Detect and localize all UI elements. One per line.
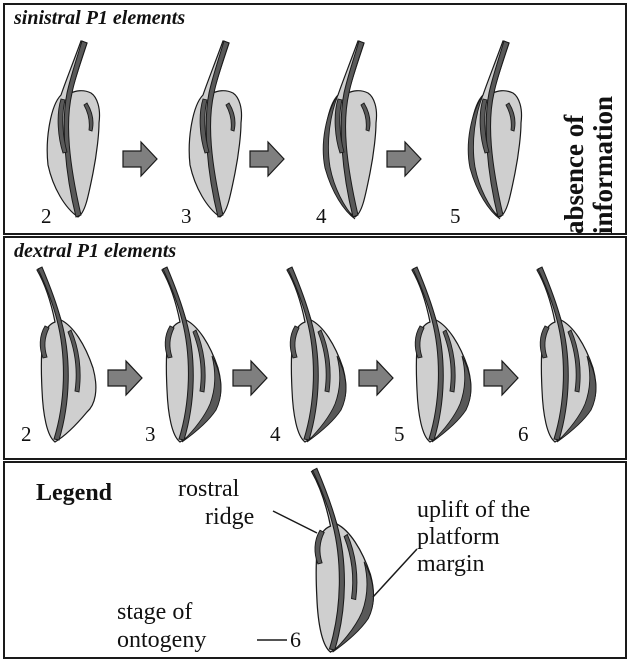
dextral-stage-label-6: 6 (518, 422, 529, 446)
uplift-label-line-1: uplift of the (417, 497, 530, 523)
uplift-leader-line (373, 549, 417, 597)
rostral-ridge-label-line-1: rostral (178, 476, 239, 502)
sinistral-element-stage-3 (189, 41, 241, 217)
sinistral-stage-label-5: 5 (450, 204, 461, 228)
sinistral-element-stage-2 (47, 41, 99, 217)
stage-of-ontogeny-label-line-1: stage of (117, 599, 192, 625)
sinistral-element-stage-5 (468, 41, 521, 219)
dextral-stage-label-2: 2 (21, 422, 32, 446)
dextral-arrow-3 (359, 361, 393, 395)
legend-example-element (312, 468, 374, 652)
uplift-label-line-2: platform (417, 524, 500, 550)
dextral-element-stage-2 (37, 267, 96, 442)
absence-of-information-line-2: information (590, 96, 617, 234)
dextral-arrow-4 (484, 361, 518, 395)
dextral-arrow-2 (233, 361, 267, 395)
dextral-stage-label-4: 4 (270, 422, 281, 446)
sinistral-arrow-1 (123, 142, 157, 176)
sinistral-ontogeny-diagram: 2 3 4 5 (5, 5, 625, 233)
legend-panel: Legend 6 rostral ridge uplift of the pla… (3, 461, 627, 659)
dextral-arrow-1 (108, 361, 142, 395)
dextral-element-stage-4 (287, 267, 346, 442)
legend-stage-number: 6 (290, 627, 301, 652)
dextral-stage-label-5: 5 (394, 422, 405, 446)
rostral-ridge-leader-line (273, 511, 317, 533)
uplift-label-line-3: margin (417, 551, 485, 577)
dextral-element-stage-5 (412, 267, 471, 442)
dextral-ontogeny-diagram: 2 3 4 5 6 (5, 238, 625, 458)
stage-of-ontogeny-label-line-2: ontogeny (117, 627, 206, 653)
sinistral-stage-label-4: 4 (316, 204, 327, 228)
sinistral-stage-label-2: 2 (41, 204, 52, 228)
sinistral-arrow-2 (250, 142, 284, 176)
dextral-element-stage-3 (162, 267, 221, 442)
dextral-panel: dextral P1 elements 2 3 4 5 6 (3, 236, 627, 460)
rostral-ridge-label-line-2: ridge (205, 504, 254, 530)
sinistral-arrow-3 (387, 142, 421, 176)
dextral-stage-label-3: 3 (145, 422, 156, 446)
dextral-element-stage-6 (537, 267, 596, 442)
sinistral-element-stage-4 (323, 41, 376, 219)
legend-diagram: 6 (5, 463, 625, 657)
sinistral-panel: sinistral P1 elements (3, 3, 627, 235)
sinistral-stage-label-3: 3 (181, 204, 192, 228)
absence-of-information-line-1: absence of (561, 115, 588, 234)
